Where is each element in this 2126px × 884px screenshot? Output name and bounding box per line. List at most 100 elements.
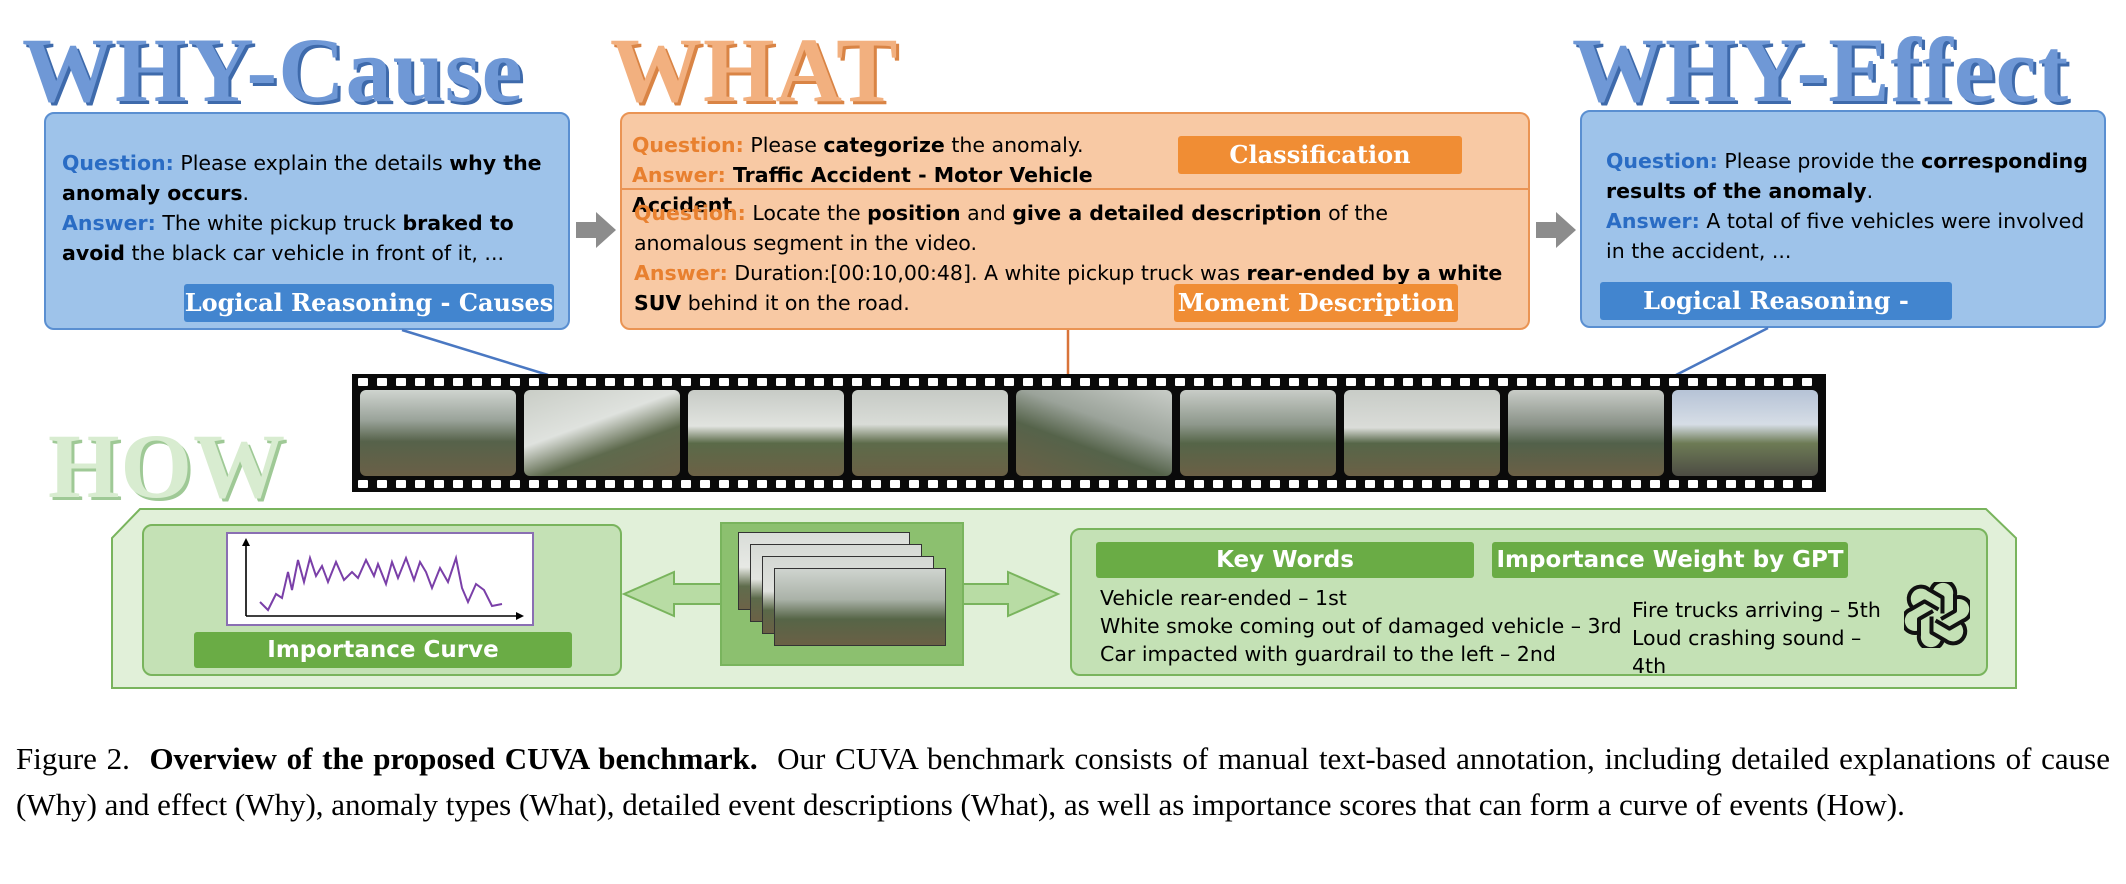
film-perforation bbox=[1042, 378, 1052, 386]
film-perforation bbox=[890, 378, 900, 386]
what-a1: Answer: Traffic Accident - Motor Vehicle… bbox=[632, 160, 1192, 220]
film-perforation bbox=[947, 378, 957, 386]
keyword-item: Fire trucks arriving – 5th bbox=[1632, 598, 1881, 622]
film-perforation bbox=[1232, 378, 1242, 386]
film-perforation bbox=[776, 480, 786, 488]
film-perforation bbox=[396, 378, 406, 386]
question-bold: categorize bbox=[823, 133, 945, 157]
right-arrow-icon bbox=[1536, 212, 1576, 248]
film-perforation bbox=[909, 378, 919, 386]
film-perforation bbox=[567, 378, 577, 386]
film-perforation bbox=[985, 480, 995, 488]
answer-label: Answer: bbox=[634, 261, 728, 285]
film-perforation bbox=[491, 378, 501, 386]
answer-label: Answer: bbox=[1606, 209, 1700, 233]
question-end: . bbox=[242, 181, 250, 205]
film-perforation bbox=[453, 378, 463, 386]
film-perforation bbox=[1612, 378, 1622, 386]
why-effect-question: Question: Please provide the correspondi… bbox=[1606, 146, 2100, 206]
film-perforation bbox=[453, 480, 463, 488]
film-perforation bbox=[1460, 378, 1470, 386]
film-perforation bbox=[795, 378, 805, 386]
film-perforation bbox=[415, 378, 425, 386]
film-perforation bbox=[1745, 480, 1755, 488]
film-perforation bbox=[776, 378, 786, 386]
film-perforation bbox=[1403, 480, 1413, 488]
film-perforation bbox=[1194, 378, 1204, 386]
video-frame bbox=[524, 390, 680, 476]
film-perforation bbox=[1707, 480, 1717, 488]
film-perforation bbox=[1517, 378, 1527, 386]
film-perforation bbox=[1555, 378, 1565, 386]
film-perforation bbox=[1251, 378, 1261, 386]
film-perforation bbox=[1403, 378, 1413, 386]
film-perforation bbox=[1346, 378, 1356, 386]
video-frame bbox=[688, 390, 844, 476]
right-arrow-icon bbox=[576, 212, 616, 248]
film-perforation bbox=[1422, 378, 1432, 386]
answer-bold: Traffic Accident - Motor Vehicle Acciden… bbox=[632, 163, 1093, 217]
question-text: Please provide the bbox=[1717, 149, 1922, 173]
film-perforation bbox=[909, 480, 919, 488]
film-perforation bbox=[1707, 378, 1717, 386]
video-frame bbox=[852, 390, 1008, 476]
film-perforation bbox=[890, 480, 900, 488]
film-perforation bbox=[586, 378, 596, 386]
film-perforation bbox=[1118, 378, 1128, 386]
film-perforation bbox=[814, 480, 824, 488]
film-perforation bbox=[928, 378, 938, 386]
film-perforation bbox=[738, 480, 748, 488]
caption-text: Our CUVA benchmark consists of manual te… bbox=[16, 741, 2110, 822]
film-perforation bbox=[1365, 378, 1375, 386]
film-perforation bbox=[1327, 378, 1337, 386]
film-perforation bbox=[1802, 378, 1812, 386]
importance-weight-tag: Importance Weight by GPT bbox=[1492, 542, 1848, 578]
video-frame bbox=[360, 390, 516, 476]
film-perforation bbox=[852, 480, 862, 488]
film-perforation bbox=[1536, 378, 1546, 386]
film-perforation bbox=[814, 378, 824, 386]
question-label: Question: bbox=[634, 201, 746, 225]
film-perforation bbox=[434, 378, 444, 386]
question-label: Question: bbox=[1606, 149, 1718, 173]
film-perforation bbox=[928, 480, 938, 488]
keyword-item: Car impacted with guardrail to the left … bbox=[1100, 642, 1556, 666]
caption-title: Overview of the proposed CUVA benchmark. bbox=[149, 741, 758, 776]
film-perforation bbox=[396, 480, 406, 488]
answer-text: The white pickup truck bbox=[155, 211, 403, 235]
film-perforation bbox=[833, 378, 843, 386]
question-bold-2: give a detailed description bbox=[1012, 201, 1322, 225]
why-cause-answer: Answer: The white pickup truck braked to… bbox=[62, 208, 562, 268]
film-perforation bbox=[1023, 480, 1033, 488]
question-bold: corresponding results of the anomaly bbox=[1606, 149, 2088, 203]
question-bold: why the anomaly occurs bbox=[62, 151, 542, 205]
question-text-3: of the anomalous segment in the video. bbox=[634, 201, 1388, 255]
film-perforation bbox=[1650, 480, 1660, 488]
film-perforation bbox=[1688, 480, 1698, 488]
film-perforation bbox=[1042, 480, 1052, 488]
film-perforation bbox=[358, 480, 368, 488]
film-perforation bbox=[662, 378, 672, 386]
film-perforation bbox=[1080, 480, 1090, 488]
question-text-2: and bbox=[960, 201, 1013, 225]
importance-curve-tag: Importance Curve bbox=[194, 632, 572, 668]
film-perforation bbox=[643, 480, 653, 488]
answer-label: Answer: bbox=[632, 163, 726, 187]
answer-label: Answer: bbox=[62, 211, 156, 235]
film-perforation bbox=[1764, 480, 1774, 488]
question-end: . bbox=[1866, 179, 1874, 203]
key-words-box: Key Words Importance Weight by GPT Vehic… bbox=[1070, 528, 1988, 678]
what-a2: Answer: Duration:[00:10,00:48]. A white … bbox=[634, 258, 1504, 318]
film-perforation bbox=[434, 480, 444, 488]
film-perforation bbox=[1365, 480, 1375, 488]
film-perforation bbox=[795, 480, 805, 488]
question-bold: position bbox=[867, 201, 961, 225]
classification-tag: Classification bbox=[1178, 136, 1462, 174]
film-perforation bbox=[1536, 480, 1546, 488]
what-classification-qa: Question: Please categorize the anomaly.… bbox=[632, 130, 1192, 220]
film-perforation bbox=[1213, 378, 1223, 386]
film-perforation bbox=[1441, 480, 1451, 488]
film-perforation bbox=[1650, 378, 1660, 386]
film-perforation bbox=[605, 480, 615, 488]
film-perforation bbox=[1764, 378, 1774, 386]
